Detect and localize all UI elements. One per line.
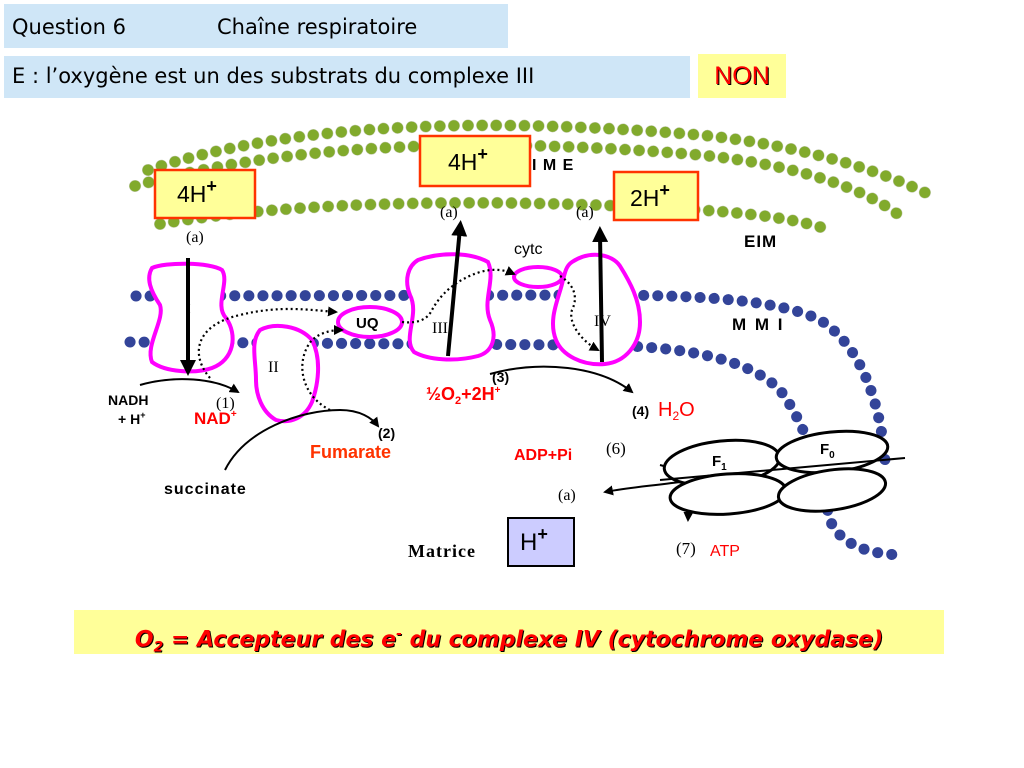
label-2: (2)	[378, 425, 395, 441]
succinate-label: succinate	[164, 481, 247, 498]
complex-ii	[252, 323, 321, 424]
cytc-label: cytc	[514, 241, 542, 258]
matrix-proton-box: H+	[507, 517, 575, 567]
complex-iv-label: IV	[594, 313, 611, 330]
complex-iv	[551, 252, 643, 367]
label-6: (6)	[606, 439, 626, 458]
conclusion-o: O	[134, 627, 154, 653]
cytochrome-c	[512, 265, 564, 289]
label-a-matrix: (a)	[558, 487, 576, 504]
svg-text:4H+: 4H+	[448, 144, 488, 175]
proton-box-complex-iv: 2H+	[612, 170, 700, 222]
reaction-arrows	[139, 365, 694, 522]
adp-pi-label: ADP+Pi	[514, 447, 572, 464]
outer-membrane	[129, 119, 936, 236]
label-7: (7)	[676, 539, 696, 558]
label-4: (4)	[632, 403, 649, 419]
conclusion-o-sub: 2	[153, 639, 164, 656]
complex-iii	[405, 252, 496, 362]
proton-box-complex-i: 4H+	[153, 168, 257, 220]
nadh-label: NADH	[108, 392, 148, 408]
label-a-complex-iii: (a)	[440, 204, 458, 221]
conclusion-mid: = Accepteur des e	[163, 627, 397, 653]
conclusion-end: du complexe IV (cytochrome oxydase)	[401, 627, 884, 653]
complex-iii-proton-arrow	[446, 220, 468, 357]
uq-label: UQ	[356, 315, 379, 332]
atp-synthase: F1 F0	[659, 429, 906, 516]
f0-label: F0	[820, 441, 835, 461]
label-a-complex-iv: (a)	[576, 204, 594, 221]
matrix-label: Matrice	[408, 541, 476, 561]
nad-label: NAD+	[194, 409, 237, 428]
question-topic: Chaîne respiratoire	[217, 15, 418, 39]
question-title-bar: Question 6 Chaîne respiratoire	[4, 4, 508, 48]
water-label: H2O	[658, 399, 695, 423]
conclusion-minus: -	[396, 626, 402, 642]
statement-bar: E : l’oxygène est un des substrats du co…	[4, 56, 690, 98]
fumarate-label: Fumarate	[310, 442, 391, 462]
f1-label: F1	[712, 453, 727, 473]
svg-text:2H+: 2H+	[630, 180, 670, 211]
mmi-label: M M I	[732, 315, 785, 334]
label-1: (1)	[216, 395, 235, 412]
eim-label: EIM	[744, 232, 777, 251]
f0-lower-subunit	[776, 467, 888, 513]
svg-text:4H+: 4H+	[177, 176, 217, 207]
question-number: Question 6	[12, 15, 126, 39]
oxygen-substrate-label: ½O2+2H+	[426, 384, 501, 407]
statement-text: E : l’oxygène est un des substrats du co…	[12, 64, 535, 88]
conclusion-bar: O2 = Accepteur des e- du complexe IV (cy…	[74, 610, 944, 656]
complex-iv-proton-arrow	[592, 226, 609, 363]
complex-i	[147, 261, 235, 374]
svg-text:H+: H+	[520, 524, 548, 556]
label-a-complex-i: (a)	[186, 229, 204, 246]
verdict-badge: NON	[698, 54, 786, 98]
inner-membrane	[124, 289, 911, 561]
ime-label: I M E	[532, 157, 574, 174]
label-3: (3)	[492, 369, 509, 385]
electron-flow	[197, 266, 600, 411]
complex-i-label: I	[186, 302, 191, 317]
atp-label: ATP	[710, 543, 740, 560]
h-plus-label: + H+	[118, 410, 145, 427]
proton-box-complex-iii: 4H+	[418, 134, 532, 188]
complex-iii-label: III	[432, 320, 448, 337]
complex-ii-label: II	[268, 359, 279, 376]
